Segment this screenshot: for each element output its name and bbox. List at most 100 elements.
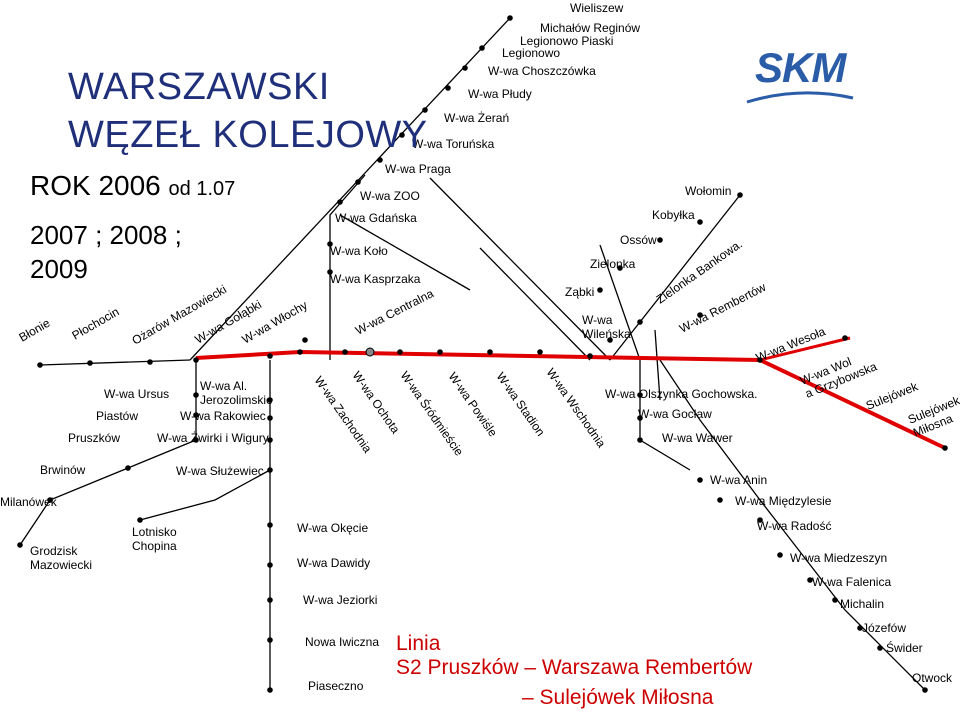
years-extra: 2007 ; 2008 ; 2009 <box>30 218 230 286</box>
station-dot <box>462 65 468 71</box>
station-dot <box>137 517 143 523</box>
station-label-wschodnia: W-wa Wschodnia <box>544 366 609 451</box>
station-markers <box>17 15 948 693</box>
station-label-legionowo: Legionowo <box>502 46 560 60</box>
station-dot <box>355 179 361 185</box>
station-label-anin: W-wa Anin <box>710 473 767 487</box>
station-dot <box>537 349 543 355</box>
station-dot <box>17 542 23 548</box>
station-dot <box>757 517 763 523</box>
station-label-kasprzaka: W-wa Kasprzaka <box>330 272 421 286</box>
track-segment <box>139 469 271 521</box>
station-label-otwock: Otwock <box>912 671 953 685</box>
station-label-ossow: Ossów <box>620 233 657 247</box>
station-label-goclaw: W-wa Gocław <box>638 407 712 421</box>
station-label-okecie: W-wa Okęcie <box>297 521 368 535</box>
station-dot <box>267 687 273 693</box>
station-label-blonie: Błonie <box>17 316 53 345</box>
station-label-wieliszew: Wieliszew <box>570 1 624 15</box>
station-dot <box>657 237 663 243</box>
station-label-pludy: W-wa Płudy <box>468 87 532 101</box>
station-label-zielonka: Zielonka <box>590 257 636 271</box>
station-dot <box>193 392 199 398</box>
station-label-wesola: W-wa Wesoła <box>754 324 828 365</box>
track-segment <box>339 214 471 291</box>
year-main: ROK 2006 <box>30 170 161 201</box>
station-label-michalin: Michalin <box>840 597 884 611</box>
station-dot <box>697 477 703 483</box>
station-dot <box>842 335 848 341</box>
station-dot <box>302 337 308 343</box>
station-dot <box>617 265 623 271</box>
station-dot <box>267 397 273 403</box>
station-label-sulejowek: Sulejówek <box>864 379 921 413</box>
station-label-wolomin: Wołomin <box>685 184 731 198</box>
track-segment <box>654 329 661 401</box>
years-extra-line2: 2009 <box>30 254 88 284</box>
station-dot <box>47 497 53 503</box>
track-segment <box>479 247 591 361</box>
map-title-line2: WĘZEŁ KOLEJOWY <box>68 114 428 156</box>
station-dot <box>267 597 273 603</box>
skm-logo-swoosh <box>746 91 854 104</box>
station-dot <box>267 522 273 528</box>
station-dot <box>832 597 838 603</box>
skm-logo: SKM <box>755 44 846 91</box>
station-label-sluzewiec: W-wa Służewiec <box>176 464 264 478</box>
station-dot <box>697 312 703 318</box>
station-dot <box>737 192 743 198</box>
line-caption-route: S2 Pruszków – Warszawa Rembertów <box>396 656 753 679</box>
station-dot <box>397 349 403 355</box>
station-label-jeziorki: W-wa Jeziorki <box>303 593 377 607</box>
station-dot <box>877 645 883 651</box>
station-dot <box>507 15 513 21</box>
station-label-gdanska: W-wa Gdańska <box>335 211 417 225</box>
station-dot <box>922 687 928 693</box>
map-title-line1: WARSZAWSKI <box>68 66 330 108</box>
station-label-centralna: W-wa Centralna <box>353 286 436 338</box>
station-label-jozefow: Józefów <box>862 621 906 635</box>
station-label-leg_piaski: Legionowo Piaski <box>520 34 613 48</box>
station-label-ursus: W-wa Ursus <box>104 387 169 401</box>
station-dot <box>267 467 273 473</box>
station-label-rembertow: W-wa Rembertów <box>677 280 768 336</box>
station-dot <box>757 357 763 363</box>
station-dot <box>193 437 199 443</box>
station-dot <box>267 415 273 421</box>
station-label-stadion: W-wa Stadion <box>494 370 548 439</box>
station-label-nowa_iwiczna: Nowa Iwiczna <box>305 635 379 649</box>
station-dot <box>637 392 643 398</box>
station-label-olszynka: W-wa Olszynka Gochowska. <box>605 387 758 401</box>
station-dot <box>37 362 43 368</box>
station-label-wawer: W-wa Wawer <box>662 431 733 445</box>
station-dot <box>267 437 273 443</box>
years-extra-line1: 2007 ; 2008 ; <box>30 220 182 250</box>
station-dot <box>587 353 593 359</box>
station-dot <box>267 353 273 359</box>
station-dot <box>777 552 783 558</box>
station-dot <box>445 85 451 91</box>
station-label-michalow: Michałów Reginów <box>540 21 640 35</box>
station-dot <box>607 337 613 343</box>
line-caption-route-end: – Sulejówek Miłosna <box>522 686 714 709</box>
station-label-zeran: W-wa Żerań <box>444 111 509 125</box>
station-label-sulejowek_milosna: SulejówekMiłosna <box>906 393 960 440</box>
station-label-zoo: W-wa ZOO <box>360 189 420 203</box>
station-label-wola_grzyb: W-wa Wola Grzybowska <box>798 346 879 401</box>
track-segment <box>189 17 511 361</box>
skm-s2-path <box>195 349 946 450</box>
station-dot <box>267 562 273 568</box>
station-dot <box>377 157 383 163</box>
line-caption-label: Linia <box>396 632 441 655</box>
station-dot <box>437 349 443 355</box>
track-segment <box>127 439 197 469</box>
station-dot <box>942 445 948 451</box>
station-label-piastow: Piastów <box>96 409 138 423</box>
year-caption: ROK 2006 od 1.07 <box>30 170 235 202</box>
station-dot <box>697 219 703 225</box>
station-dot <box>267 637 273 643</box>
station-label-falenica: W-wa Falenica <box>812 575 891 589</box>
station-label-kobylka: Kobyłka <box>652 208 695 222</box>
station-dot <box>637 437 643 443</box>
